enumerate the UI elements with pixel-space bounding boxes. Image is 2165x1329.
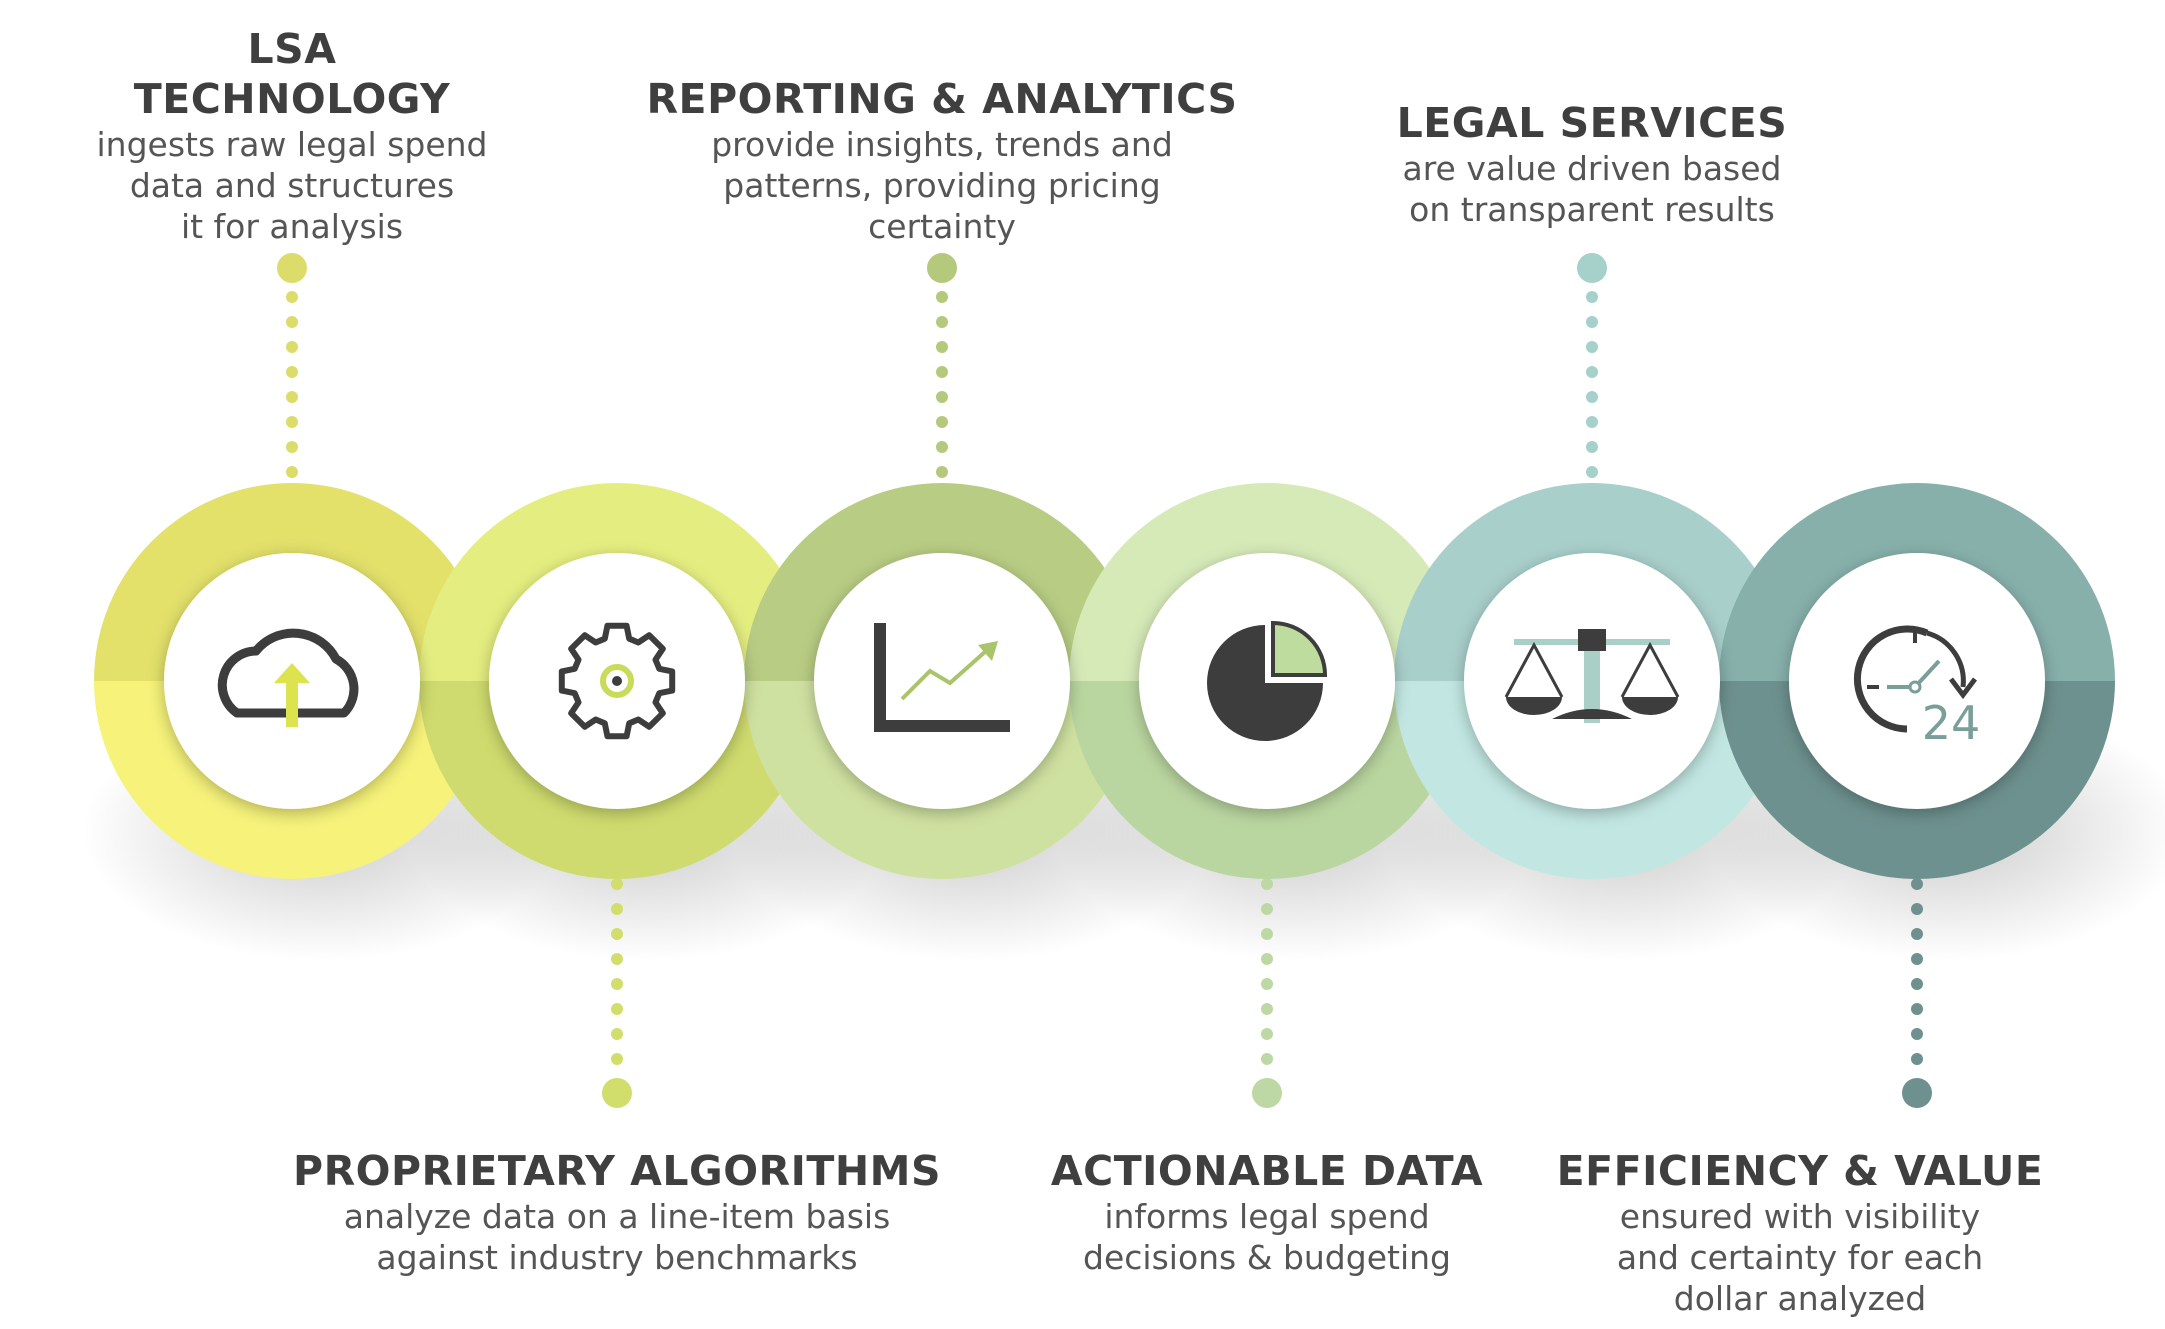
connector-dot	[936, 391, 948, 403]
center-disc	[1139, 553, 1395, 809]
step-label-legal-services: LEGAL SERVICES are value driven based on…	[1232, 98, 1952, 230]
center-disc	[814, 553, 1070, 809]
connector-dot	[936, 291, 948, 303]
step-description: analyze data on a line-item basis agains…	[343, 1197, 891, 1277]
connector-dot	[1261, 1053, 1273, 1065]
scales-icon	[1504, 629, 1680, 723]
connector-end-dot	[1252, 1078, 1282, 1108]
connector-dot	[611, 953, 623, 965]
connector-dot	[1911, 903, 1923, 915]
step-description: ensured with visibility and certainty fo…	[1616, 1197, 1984, 1318]
connector-dot	[936, 341, 948, 353]
step-center	[1464, 553, 1720, 809]
connector-dot	[286, 291, 298, 303]
connector-dot	[1261, 978, 1273, 990]
connector-dot	[286, 366, 298, 378]
step-title: PROPRIETARY ALGORITHMS	[293, 1147, 941, 1195]
connector-dot	[1911, 1053, 1923, 1065]
connector-dot	[1261, 953, 1273, 965]
connector-dot	[936, 416, 948, 428]
connector-dot	[611, 1053, 623, 1065]
connector-dot	[1911, 1028, 1923, 1040]
connector-dot	[1261, 878, 1273, 890]
step-center	[164, 553, 420, 809]
connector-dot	[286, 466, 298, 478]
step-title: REPORTING & ANALYTICS	[646, 75, 1238, 123]
clock-24-icon: 24	[1853, 625, 1981, 750]
step-label-reporting-analytics: REPORTING & ANALYTICS provide insights, …	[582, 74, 1302, 247]
connector-dot	[611, 1028, 623, 1040]
connector-dot	[936, 366, 948, 378]
connector-dot	[1911, 953, 1923, 965]
connector-dot	[1261, 903, 1273, 915]
step-label-actionable-data: ACTIONABLE DATA informs legal spend deci…	[907, 1146, 1627, 1278]
connector-dot	[1261, 1003, 1273, 1015]
step-label-efficiency-value: EFFICIENCY & VALUE ensured with visibili…	[1440, 1146, 2160, 1319]
step-title: LSA TECHNOLOGY	[133, 25, 451, 123]
step-description: ingests raw legal spend data and structu…	[96, 125, 488, 246]
connector-dot	[611, 928, 623, 940]
step-title: ACTIONABLE DATA	[1050, 1147, 1484, 1195]
connector-dot	[1911, 1003, 1923, 1015]
connector-dot	[1586, 366, 1598, 378]
connector-end-dot	[1577, 253, 1607, 283]
connector-dot	[1586, 391, 1598, 403]
connector	[927, 253, 957, 478]
step-title: LEGAL SERVICES	[1396, 99, 1788, 147]
cloud-upload-icon	[217, 628, 359, 727]
connector-end-dot	[927, 253, 957, 283]
connector-dot	[286, 441, 298, 453]
connector-end-dot	[602, 1078, 632, 1108]
step-label-proprietary-algorithms: PROPRIETARY ALGORITHMS analyze data on a…	[257, 1146, 977, 1278]
step-center: 24	[1789, 553, 2045, 809]
connector	[602, 878, 632, 1108]
connector-dot	[611, 978, 623, 990]
step-center	[814, 553, 1070, 809]
connector-dot	[1586, 291, 1598, 303]
step-title: EFFICIENCY & VALUE	[1556, 1147, 2044, 1195]
connector-dot	[286, 341, 298, 353]
connector	[1902, 878, 1932, 1108]
connector-dot	[1586, 341, 1598, 353]
connector	[1252, 878, 1282, 1108]
connector-dot	[936, 316, 948, 328]
connector-dot	[1586, 466, 1598, 478]
connector-dot	[1586, 416, 1598, 428]
connector-dot	[286, 416, 298, 428]
connector-dot	[936, 441, 948, 453]
connector-dot	[611, 878, 623, 890]
connector-dot	[1586, 441, 1598, 453]
clock-label: 24	[1922, 696, 1981, 750]
pie-chart-icon	[1207, 620, 1328, 741]
connector-dot	[611, 903, 623, 915]
connector-dot	[1261, 1028, 1273, 1040]
step-center	[489, 553, 745, 809]
step-description: informs legal spend decisions & budgetin…	[1083, 1197, 1451, 1277]
connector-dot	[286, 391, 298, 403]
step-label-lsa-technology: LSA TECHNOLOGY ingests raw legal spend d…	[0, 24, 652, 247]
step-description: are value driven based on transparent re…	[1402, 149, 1782, 229]
connector-end-dot	[1902, 1078, 1932, 1108]
step-description: provide insights, trends and patterns, p…	[711, 125, 1173, 246]
connector-dot	[286, 316, 298, 328]
trend-chart-icon	[874, 623, 1010, 732]
gear-icon	[558, 622, 676, 740]
connector-dot	[611, 1003, 623, 1015]
connector-dot	[1911, 928, 1923, 940]
connector	[1577, 253, 1607, 478]
connector-dot	[936, 466, 948, 478]
connector-end-dot	[277, 253, 307, 283]
step-center	[1139, 553, 1395, 809]
connector-dot	[1261, 928, 1273, 940]
connector	[277, 253, 307, 478]
connector-dot	[1911, 978, 1923, 990]
connector-dot	[1586, 316, 1598, 328]
connector-dot	[1911, 878, 1923, 890]
